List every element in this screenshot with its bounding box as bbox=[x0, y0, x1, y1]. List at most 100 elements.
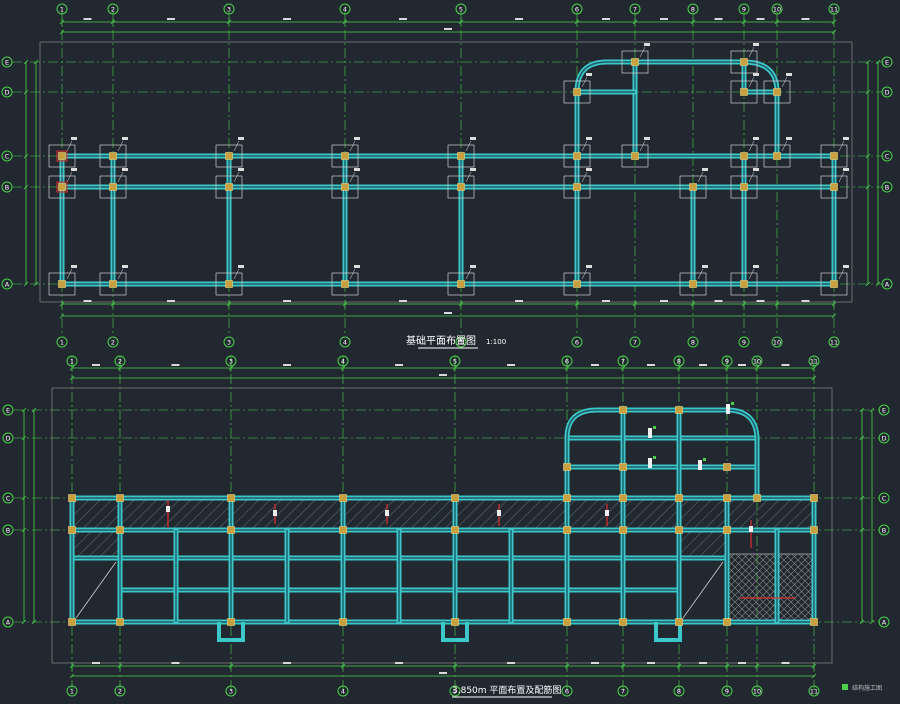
dimension-tick bbox=[31, 619, 37, 625]
column bbox=[723, 494, 731, 502]
axis-bubble bbox=[571, 3, 583, 15]
dimension-tick bbox=[811, 673, 817, 679]
axis-bubble-label: 11 bbox=[830, 339, 838, 347]
rebar-label bbox=[698, 460, 702, 470]
footing-tag bbox=[843, 265, 849, 268]
axis-bubble-label: A bbox=[5, 281, 10, 289]
footing-column bbox=[109, 152, 117, 160]
footing-tag bbox=[644, 137, 650, 140]
column bbox=[675, 406, 683, 414]
footing-tag bbox=[644, 43, 650, 46]
foundation-plan-scale: 1:100 bbox=[486, 338, 506, 346]
axis-bubble bbox=[223, 3, 235, 15]
axis-bubble bbox=[2, 404, 14, 416]
footing-tag bbox=[238, 265, 244, 268]
dimension-tick bbox=[859, 407, 865, 413]
dimension-value bbox=[699, 662, 707, 664]
footing-tag bbox=[753, 265, 759, 268]
axis-bubble bbox=[808, 685, 820, 697]
dimension-tick bbox=[31, 407, 37, 413]
footing-column bbox=[740, 152, 748, 160]
axis-bubble-label: 10 bbox=[773, 6, 781, 14]
dimension-tick bbox=[865, 281, 871, 287]
axis-bubble bbox=[571, 336, 583, 348]
beam-stub bbox=[441, 622, 469, 642]
footing-leader bbox=[465, 268, 472, 280]
footing-column bbox=[225, 183, 233, 191]
dimension-value bbox=[171, 662, 180, 664]
floor-plan-dimension-lines bbox=[21, 364, 875, 679]
dimension-value bbox=[647, 662, 655, 664]
footing-leader bbox=[349, 171, 356, 183]
axis-bubble bbox=[225, 355, 237, 367]
foundation-plan-dimension-lines bbox=[23, 18, 881, 319]
column bbox=[339, 618, 347, 626]
axis-bubble bbox=[339, 336, 351, 348]
axis-bubble-label: 6 bbox=[575, 6, 579, 14]
dimension-tick bbox=[69, 375, 75, 381]
dimension-value bbox=[738, 662, 746, 664]
axis-bubble bbox=[1, 86, 13, 98]
dimension-value bbox=[92, 662, 100, 664]
footing-outline bbox=[730, 175, 758, 199]
footing-leader bbox=[66, 140, 73, 152]
dimension-tick bbox=[811, 375, 817, 381]
dimension-value bbox=[507, 364, 515, 366]
axis-bubble bbox=[66, 355, 78, 367]
axis-bubble bbox=[751, 355, 763, 367]
dimension-value bbox=[602, 18, 610, 20]
axis-bubble bbox=[455, 336, 467, 348]
rebar-label bbox=[605, 510, 609, 516]
axis-bubble bbox=[1, 150, 13, 162]
footing-outline bbox=[730, 80, 758, 104]
dimension-value bbox=[756, 300, 765, 302]
axis-bubble-label: 3 bbox=[227, 339, 231, 347]
footing-leader bbox=[66, 268, 73, 280]
footing-outline bbox=[820, 175, 848, 199]
dimension-value bbox=[647, 364, 655, 366]
footing-column bbox=[573, 183, 581, 191]
axis-bubble-label: B bbox=[5, 184, 9, 192]
axis-bubble-label: D bbox=[881, 435, 886, 443]
footing-outline bbox=[447, 144, 475, 168]
dimension-value bbox=[738, 364, 746, 366]
beam-stub bbox=[654, 622, 682, 642]
footing-outline bbox=[331, 272, 359, 296]
axis-bubble-label: E bbox=[882, 407, 886, 415]
axis-bubble bbox=[721, 685, 733, 697]
axis-bubble bbox=[828, 3, 840, 15]
column bbox=[675, 526, 683, 534]
axis-bubble bbox=[2, 524, 14, 536]
footing-tag bbox=[753, 73, 759, 76]
footing-column bbox=[740, 280, 748, 288]
axis-bubble bbox=[339, 3, 351, 15]
dimension-value bbox=[395, 662, 403, 664]
axis-bubble-label: E bbox=[5, 59, 9, 67]
footing-column bbox=[109, 183, 117, 191]
dimension-value bbox=[83, 300, 92, 302]
dimension-value bbox=[171, 364, 180, 366]
axis-bubble bbox=[2, 492, 14, 504]
footing-leader bbox=[465, 140, 472, 152]
footing-outline bbox=[621, 144, 649, 168]
footing-leader bbox=[748, 76, 755, 88]
rebar-label bbox=[726, 404, 730, 414]
dimension-value bbox=[714, 300, 723, 302]
axis-bubble-label: 11 bbox=[810, 358, 818, 366]
column bbox=[619, 618, 627, 626]
footing-leader bbox=[748, 268, 755, 280]
footing-column bbox=[457, 280, 465, 288]
dimension-tick bbox=[21, 495, 27, 501]
axis-bubble bbox=[878, 404, 890, 416]
footing-leader bbox=[748, 46, 755, 58]
axis-bubble bbox=[738, 3, 750, 15]
dimension-value bbox=[167, 300, 175, 302]
footing-leader bbox=[117, 140, 124, 152]
axis-bubble-label: 7 bbox=[633, 339, 637, 347]
axis-bubble-label: 11 bbox=[830, 6, 838, 14]
footing-column bbox=[225, 280, 233, 288]
axis-bubble-label: 8 bbox=[691, 339, 695, 347]
floor-plan-title: 3.850m 平面布置及配筋图 bbox=[452, 684, 561, 696]
axis-bubble bbox=[687, 336, 699, 348]
